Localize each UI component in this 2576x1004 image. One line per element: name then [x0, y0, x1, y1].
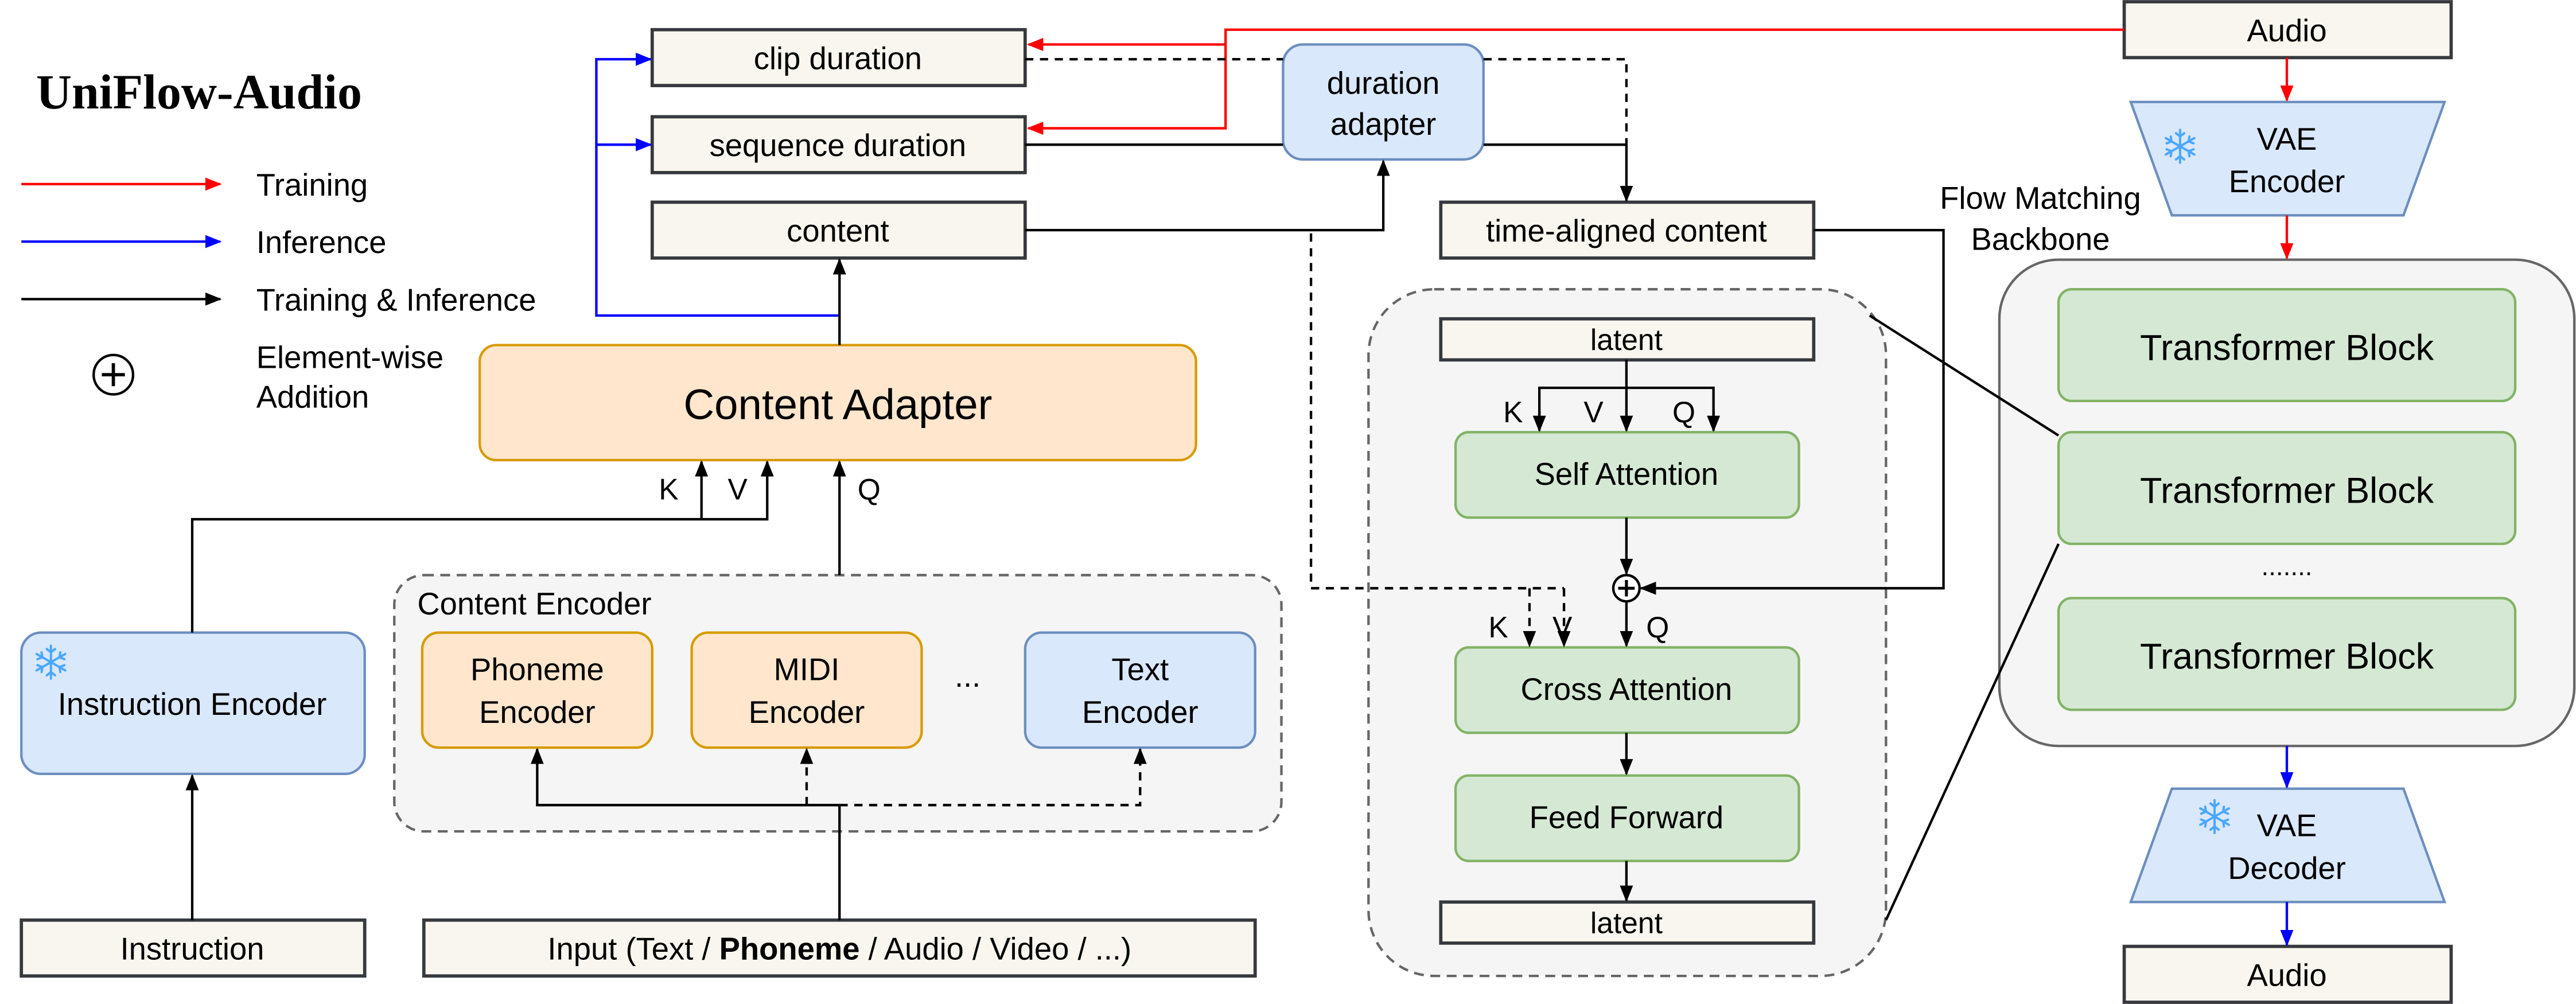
ca-q-label: Q [1646, 610, 1669, 644]
transformer-block-3 [2057, 597, 2517, 711]
latent-in-label: latent [1590, 323, 1663, 356]
latent-out-box [1439, 900, 1816, 945]
legend-training-inference-label: Training & Inference [256, 282, 536, 317]
input-bold: Phoneme [719, 931, 860, 966]
vae-encoder-line2: Encoder [2229, 164, 2345, 199]
content-adapter-box [478, 344, 1197, 462]
feed-forward-label: Feed Forward [1530, 800, 1724, 835]
legend-addition-line1: Element-wise [256, 340, 443, 375]
content-box [650, 200, 1027, 260]
midi-encoder-line1: MIDI [774, 652, 840, 687]
sa-k-label: K [1503, 395, 1523, 429]
text-encoder-line2: Encoder [1082, 695, 1198, 730]
sa-q-label: Q [1672, 395, 1695, 429]
transformer-block-2-label: Transformer Block [2140, 470, 2434, 511]
clip-duration-dashed-line-2 [1483, 58, 1628, 145]
vae-encoder-shape [2128, 100, 2446, 217]
input-prefix: Input (Text / [547, 931, 719, 966]
duration-adapter-line1: duration [1327, 65, 1440, 100]
phoneme-encoder-line1: Phoneme [470, 652, 604, 687]
adapter-v-label: V [728, 473, 748, 506]
cross-attention-label: Cross Attention [1520, 672, 1732, 707]
duration-adapter-line2: adapter [1330, 107, 1436, 142]
transformer-block-3-label: Transformer Block [2140, 637, 2434, 677]
legend-inference-label: Inference [256, 225, 387, 260]
latent-out-label: latent [1590, 906, 1663, 940]
content-encoder-label: Content Encoder [417, 586, 651, 621]
inference-to-clip-duration-arrow [595, 52, 840, 317]
sa-v-label: V [1583, 395, 1604, 429]
audio-output-box [2122, 944, 2453, 1004]
clip-duration-label: clip duration [754, 41, 922, 76]
phoneme-encoder-box [421, 631, 653, 749]
phoneme-encoder-line2: Encoder [479, 695, 596, 730]
midi-encoder-line2: Encoder [749, 695, 865, 730]
adapter-k-label: K [659, 473, 678, 506]
transformer-block-2 [2057, 431, 2517, 546]
clip-duration-box [650, 28, 1027, 87]
ca-k-label: K [1488, 610, 1508, 644]
backbone-ellipsis: ....... [2261, 551, 2312, 581]
legend-training-label: Training [256, 168, 368, 203]
vae-decoder-line1: VAE [2257, 808, 2317, 843]
instruction-input-label: Instruction [120, 931, 264, 966]
content-label: content [787, 213, 889, 248]
input-suffix: / Audio / Video / ...) [859, 931, 1131, 966]
latent-in-box [1439, 317, 1816, 362]
transformer-block-1 [2057, 288, 2517, 403]
latent-kq-branch [1538, 386, 1715, 431]
encoder-ellipsis: ... [955, 659, 980, 694]
time-aligned-to-addition-arrow [1639, 228, 1945, 595]
legend: Training Inference Training & Inference … [21, 168, 536, 414]
audio-output-label: Audio [2247, 958, 2326, 993]
text-encoder-line1: Text [1111, 652, 1169, 687]
sequence-duration-box [650, 115, 1027, 174]
zoom-line-bottom [1885, 543, 2060, 921]
plus-circle-icon [92, 353, 135, 396]
vae-decoder-shape [2128, 787, 2446, 904]
time-aligned-content-label: time-aligned content [1486, 213, 1767, 248]
vae-encoder-line1: VAE [2257, 122, 2317, 157]
midi-encoder-box [690, 631, 923, 749]
instruction-to-adapter-v-arrow [190, 460, 774, 633]
zoom-line-top [1869, 314, 2060, 437]
sequence-duration-label: sequence duration [710, 128, 967, 163]
audio-to-sequence-duration-arrow [1026, 28, 2124, 135]
connectors: K V Q [185, 28, 2294, 947]
multimodal-input-label: Input (Text / Phoneme / Audio / Video / … [547, 931, 1131, 966]
text-encoder-box [1024, 631, 1256, 749]
content-to-duration-adapter-arrow [1025, 159, 1390, 232]
duration-adapter-box [1282, 43, 1485, 161]
content-adapter-label: Content Adapter [683, 380, 992, 428]
legend-addition-line2: Addition [256, 379, 369, 414]
backbone-label-line1: Flow Matching [1940, 181, 2141, 216]
adapter-to-time-aligned-arrow [1483, 143, 1633, 203]
instruction-encoder-label: Instruction Encoder [58, 687, 327, 722]
adapter-q-label: Q [858, 473, 881, 506]
audio-input-label: Audio [2247, 13, 2326, 48]
diagram-title: UniFlow-Audio [36, 64, 362, 119]
addition-node-icon [1612, 574, 1641, 603]
backbone-label-line2: Backbone [1971, 221, 2110, 256]
input-to-phoneme-arrow [530, 748, 840, 807]
input-to-text-arrow [839, 748, 1147, 807]
ca-v-label: V [1552, 610, 1573, 644]
audio-input-box [2122, 0, 2453, 60]
vae-decoder-line2: Decoder [2228, 851, 2346, 886]
self-attention-label: Self Attention [1535, 457, 1719, 492]
transformer-block-1-label: Transformer Block [2140, 328, 2434, 368]
